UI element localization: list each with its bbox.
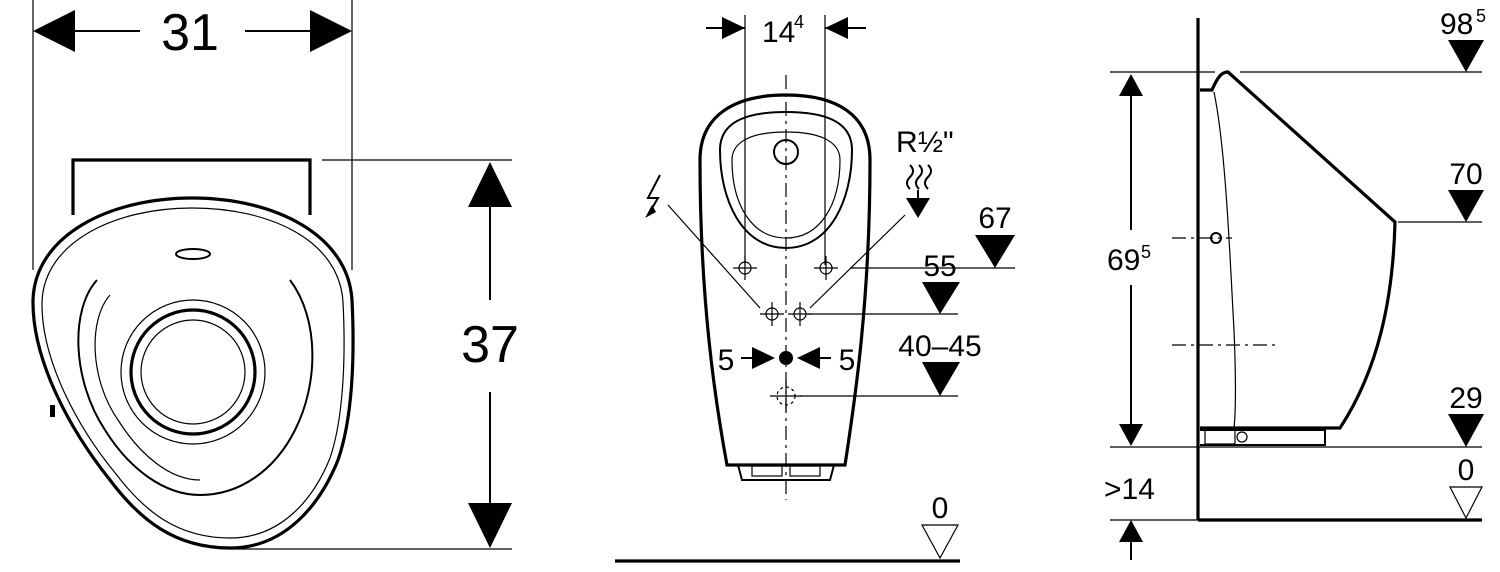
top-view: 31 37 bbox=[31, 0, 519, 550]
sensor-icon bbox=[175, 248, 211, 260]
profile-height-dimension: 69 5 bbox=[1107, 74, 1151, 446]
front-view: 14 4 5 5 bbox=[615, 12, 1015, 563]
svg-text:67: 67 bbox=[978, 202, 1011, 235]
urinal-body bbox=[698, 93, 872, 467]
urinal-profile bbox=[1200, 70, 1397, 430]
level-0-right: 0 bbox=[1449, 454, 1483, 520]
level-55: 55 bbox=[922, 250, 960, 314]
water-icon bbox=[906, 164, 932, 190]
electric-icon bbox=[646, 174, 661, 216]
svg-text:5: 5 bbox=[1476, 6, 1486, 26]
height-dimension: 37 bbox=[230, 162, 519, 550]
water-label-fraction: ½" bbox=[918, 126, 954, 159]
outlet-dot bbox=[779, 351, 793, 365]
level-29: 29 bbox=[1448, 382, 1484, 447]
width-dimension: 31 bbox=[33, 4, 352, 62]
inlet-symbol bbox=[1210, 232, 1222, 244]
water-label: R bbox=[896, 126, 918, 159]
offset-right-label: 5 bbox=[839, 344, 856, 377]
floor-offset-label: >14 bbox=[1104, 473, 1155, 506]
height-label: 37 bbox=[461, 316, 519, 374]
svg-text:55: 55 bbox=[923, 250, 956, 283]
spacing-label: 14 bbox=[762, 16, 795, 49]
drain-ring bbox=[129, 308, 257, 436]
level-98-5: 98 5 bbox=[1440, 6, 1486, 72]
offset-left-label: 5 bbox=[718, 344, 735, 377]
spacing-sup: 4 bbox=[794, 12, 804, 32]
svg-text:70: 70 bbox=[1449, 158, 1482, 191]
profile-height-sup: 5 bbox=[1141, 242, 1151, 262]
level-0-middle: 0 bbox=[920, 492, 960, 560]
profile-height-label: 69 bbox=[1107, 244, 1140, 277]
profile-view: 69 5 >14 98 5 70 29 0 bbox=[1104, 6, 1486, 560]
width-label: 31 bbox=[161, 4, 219, 62]
svg-text:29: 29 bbox=[1449, 382, 1482, 415]
svg-text:0: 0 bbox=[1458, 454, 1475, 487]
svg-text:98: 98 bbox=[1440, 8, 1473, 41]
connection-points bbox=[733, 256, 838, 412]
inlet-circle bbox=[773, 139, 799, 165]
svg-text:40–45: 40–45 bbox=[898, 330, 981, 363]
level-40-45: 40–45 bbox=[898, 330, 982, 396]
level-70: 70 bbox=[1448, 158, 1484, 222]
bowl-outline bbox=[31, 196, 355, 550]
svg-text:0: 0 bbox=[932, 492, 949, 525]
floor-offset-dimension: >14 bbox=[1104, 473, 1155, 560]
level-67: 67 bbox=[975, 202, 1015, 268]
